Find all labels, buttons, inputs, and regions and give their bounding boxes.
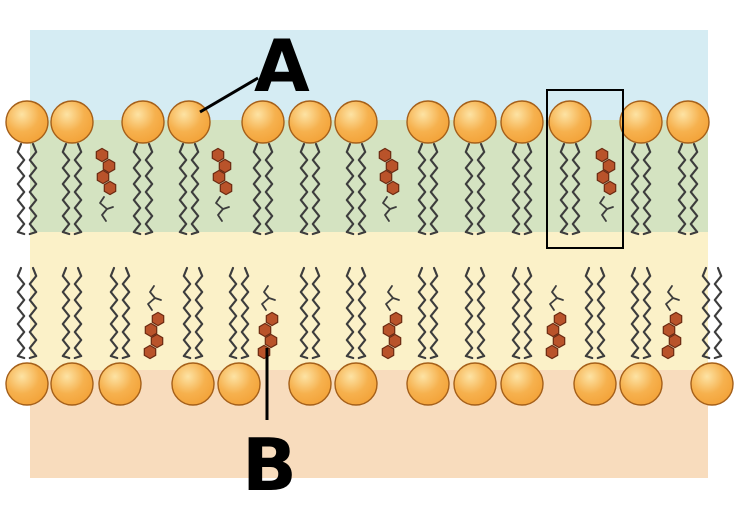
- upper-leaflet-heads: [5, 100, 710, 144]
- fatty-acid-tail-icon: [61, 266, 71, 360]
- fatty-acid-tail-icon: [345, 142, 355, 236]
- fatty-acid-tail-icon: [523, 142, 533, 236]
- phospholipid-head-icon: [334, 100, 378, 144]
- fatty-acid-tail-icon: [511, 142, 521, 236]
- fatty-acid-tail-icon: [523, 266, 533, 360]
- phospholipid-head-icon: [241, 100, 285, 144]
- phospholipid-head-icon: [573, 362, 617, 406]
- fatty-acid-tail-icon: [178, 142, 188, 236]
- fatty-acid-tail-icon: [701, 266, 711, 360]
- phospholipid-head-icon: [50, 362, 94, 406]
- fatty-acid-tail-icon: [357, 142, 367, 236]
- phospholipid-head-icon: [453, 362, 497, 406]
- phospholipid-head-icon: [500, 100, 544, 144]
- phospholipid-head-icon: [406, 362, 450, 406]
- fatty-acid-tail-icon: [299, 142, 309, 236]
- label-b: B: [242, 423, 297, 507]
- fatty-acid-tail-icon: [121, 266, 131, 360]
- fatty-acid-tail-icon: [429, 142, 439, 236]
- phospholipid-head-icon: [5, 362, 49, 406]
- phospholipid-head-icon: [334, 362, 378, 406]
- fatty-acid-tail-icon: [584, 266, 594, 360]
- fatty-acid-tail-icon: [417, 142, 427, 236]
- cholesterol-molecules: [95, 147, 683, 360]
- fatty-acid-tail-icon: [61, 142, 71, 236]
- fatty-acid-tail-icon: [464, 266, 474, 360]
- fatty-acid-tail-icon: [28, 142, 38, 236]
- fatty-acid-tail-icon: [228, 266, 238, 360]
- fatty-acid-tail-icon: [476, 266, 486, 360]
- fatty-acid-tail-icon: [190, 142, 200, 236]
- label-a: A: [254, 24, 310, 108]
- cholesterol-molecule-icon: [378, 147, 400, 222]
- phospholipid-head-icon: [453, 100, 497, 144]
- bilayer-core-region: [30, 232, 708, 370]
- phospholipid-head-icon: [171, 362, 215, 406]
- fatty-acid-tail-icon: [311, 266, 321, 360]
- fatty-acid-tail-icon: [596, 266, 606, 360]
- fatty-acid-tail-icon: [109, 266, 119, 360]
- fatty-acid-tail-icon: [345, 266, 355, 360]
- fatty-acid-tail-icon: [630, 142, 640, 236]
- phospholipid-head-icon: [217, 362, 261, 406]
- lower-leaflet-heads: [5, 362, 734, 406]
- fatty-acid-tail-icon: [464, 142, 474, 236]
- fatty-acid-tail-icon: [194, 266, 204, 360]
- lower-leaflet-tails: [16, 266, 723, 360]
- fatty-acid-tail-icon: [357, 266, 367, 360]
- fatty-acid-tail-icon: [299, 266, 309, 360]
- cholesterol-molecule-icon: [143, 285, 165, 360]
- fatty-acid-tail-icon: [642, 266, 652, 360]
- phospholipid-head-icon: [548, 100, 592, 144]
- fatty-acid-tail-icon: [311, 142, 321, 236]
- fatty-acid-tail-icon: [417, 266, 427, 360]
- fatty-acid-tail-icon: [713, 266, 723, 360]
- cholesterol-molecule-icon: [595, 147, 617, 222]
- fatty-acid-tail-icon: [16, 266, 26, 360]
- cholesterol-molecule-icon: [381, 285, 403, 360]
- phospholipid-head-icon: [167, 100, 211, 144]
- fatty-acid-tail-icon: [630, 266, 640, 360]
- fatty-acid-tail-icon: [73, 142, 83, 236]
- fatty-acid-tail-icon: [689, 142, 699, 236]
- phospholipid-head-icon: [666, 100, 710, 144]
- fatty-acid-tail-icon: [264, 142, 274, 236]
- fatty-acid-tail-icon: [144, 142, 154, 236]
- highlight-box: [546, 89, 624, 249]
- phospholipid-head-icon: [5, 100, 49, 144]
- fatty-acid-tail-icon: [511, 266, 521, 360]
- cholesterol-molecule-icon: [545, 285, 567, 360]
- fatty-acid-tail-icon: [240, 266, 250, 360]
- phospholipid-head-icon: [98, 362, 142, 406]
- fatty-acid-tail-icon: [677, 142, 687, 236]
- fatty-acid-tail-icon: [132, 142, 142, 236]
- background-layers: [30, 30, 708, 478]
- fatty-acid-tail-icon: [559, 142, 569, 236]
- fatty-acid-tail-icon: [476, 142, 486, 236]
- fatty-acid-tail-icon: [16, 142, 26, 236]
- phospholipid-head-icon: [690, 362, 734, 406]
- cholesterol-molecule-icon: [95, 147, 117, 222]
- phospholipid-head-icon: [288, 100, 332, 144]
- fatty-acid-tail-icon: [73, 266, 83, 360]
- fatty-acid-tail-icon: [642, 142, 652, 236]
- phospholipid-head-icon: [619, 362, 663, 406]
- phospholipid-head-icon: [121, 100, 165, 144]
- phospholipid-head-icon: [50, 100, 94, 144]
- cholesterol-molecule-icon: [211, 147, 233, 222]
- fatty-acid-tail-icon: [429, 266, 439, 360]
- phospholipid-head-icon: [288, 362, 332, 406]
- phospholipid-head-icon: [406, 100, 450, 144]
- fatty-acid-tail-icon: [182, 266, 192, 360]
- fatty-acid-tail-icon: [28, 266, 38, 360]
- upper-leaflet-tails: [16, 142, 699, 236]
- fatty-acid-tail-icon: [252, 142, 262, 236]
- leader-line-a: [199, 76, 259, 114]
- fatty-acid-tail-icon: [571, 142, 581, 236]
- phospholipid-head-icon: [500, 362, 544, 406]
- cholesterol-molecule-icon: [661, 285, 683, 360]
- phospholipid-head-icon: [619, 100, 663, 144]
